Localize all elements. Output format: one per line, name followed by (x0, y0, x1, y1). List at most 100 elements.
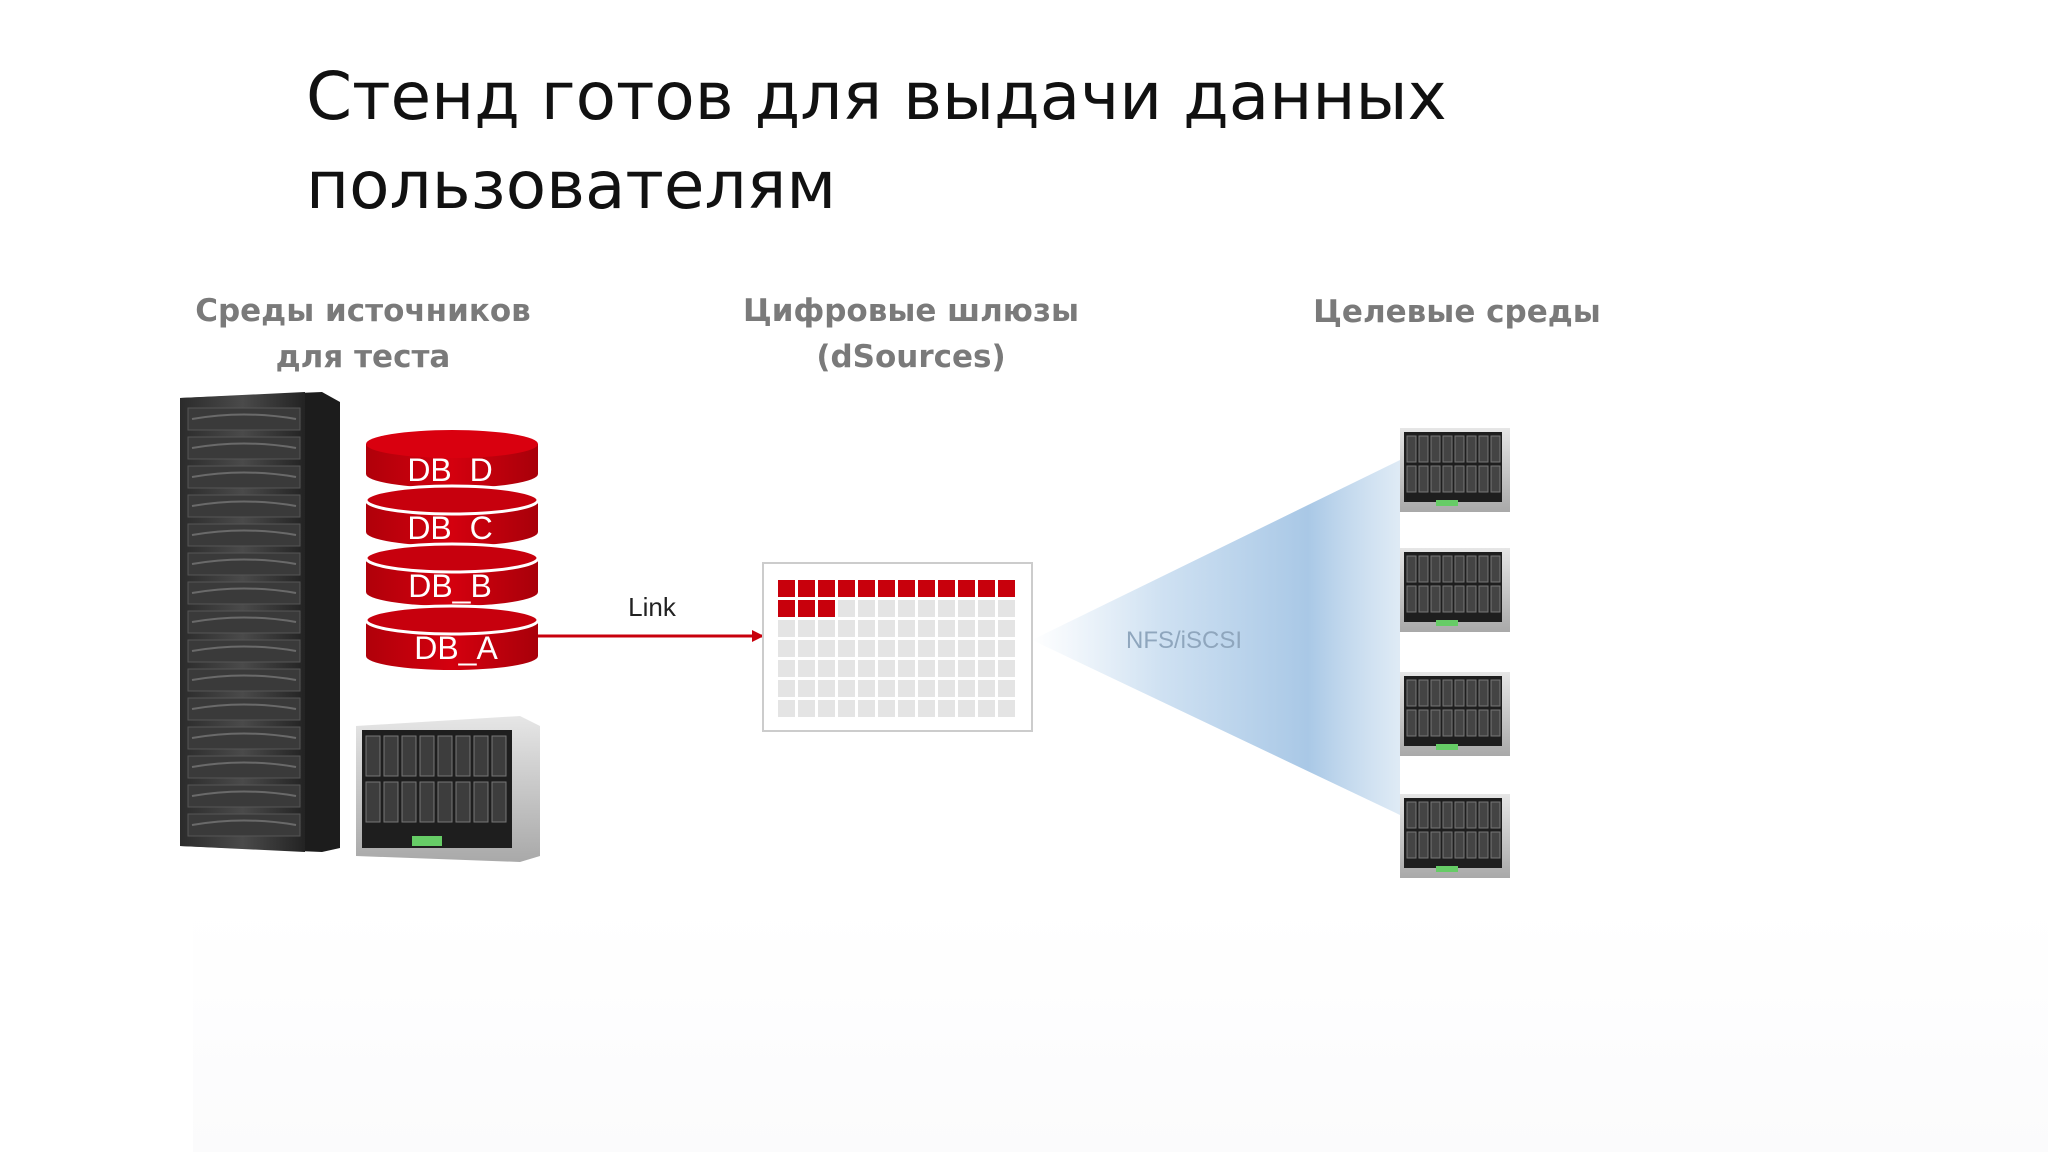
grid-cell-filled (798, 600, 815, 617)
grid-cell-empty (958, 680, 975, 697)
grid-cell-filled (878, 580, 895, 597)
blade-slot (1454, 555, 1465, 583)
blade-slot (1490, 831, 1501, 859)
rack-slot-detail (191, 645, 297, 652)
grid-cell-empty (978, 660, 995, 677)
rack-slot-detail (191, 500, 297, 507)
link-connector: Link (538, 592, 764, 642)
blade-slot (1490, 801, 1501, 829)
rack-slot (187, 639, 301, 663)
grid-cell-empty (898, 620, 915, 637)
blade-slot (1478, 435, 1489, 463)
blade-slot (383, 781, 399, 823)
grid-cell-empty (998, 660, 1015, 677)
grid-cell-empty (918, 620, 935, 637)
grid-cell-filled (818, 600, 835, 617)
blade-slot (1442, 679, 1453, 707)
grid-cell-filled (958, 580, 975, 597)
blade-slot (1430, 555, 1441, 583)
blade-slot (1490, 709, 1501, 737)
database-stack: DB_D DB_C DB_B DB_A (364, 430, 540, 670)
grid-cell-filled (918, 580, 935, 597)
rack-slot (187, 407, 301, 431)
blade-slot (1466, 465, 1477, 493)
grid-cell-empty (958, 660, 975, 677)
rack-slot (187, 668, 301, 692)
targets-label: Целевые среды (1313, 294, 1601, 330)
grid-cell-empty (938, 700, 955, 717)
status-led (1436, 866, 1458, 872)
rack-slot-detail (191, 413, 297, 420)
db-label: DB_D (407, 452, 492, 488)
grid-cell-empty (958, 620, 975, 637)
blade-slot (1406, 801, 1417, 829)
grid-cell-empty (938, 660, 955, 677)
blade-slot (1454, 585, 1465, 613)
blade-slot (1478, 801, 1489, 829)
blade-slot (455, 735, 471, 777)
grid-cell-empty (978, 640, 995, 657)
blade-slot (1430, 465, 1441, 493)
blade-slot (1454, 709, 1465, 737)
blade-slot (1406, 465, 1417, 493)
db-label: DB_B (408, 568, 492, 604)
nfs-beam: NFS/iSCSI (1032, 460, 1400, 815)
blade-slot (1442, 585, 1453, 613)
blade-slot (1418, 679, 1429, 707)
sources-column-label: Среды источников для теста (163, 288, 563, 380)
blade-slot (437, 735, 453, 777)
blade-slot (1466, 679, 1477, 707)
rack-slot-detail (191, 761, 297, 768)
blade-slot (365, 781, 381, 823)
db-cylinder: DB_B (364, 542, 540, 606)
db-cylinder: DB_A (364, 604, 540, 670)
blade-slot (1406, 585, 1417, 613)
blade-slot (1478, 555, 1489, 583)
target-server-icon (1400, 548, 1510, 632)
rack-slot (187, 523, 301, 547)
blade-slot (1478, 585, 1489, 613)
target-server-icon (1400, 672, 1510, 756)
grid-cell-empty (838, 640, 855, 657)
rack-slot-detail (191, 558, 297, 565)
slide-title: Стенд готов для выдачи данных пользовате… (306, 58, 1447, 224)
target-server-icon (1400, 428, 1510, 512)
protocol-label: NFS/iSCSI (1126, 627, 1242, 654)
gateways-column-label: Цифровые шлюзы (dSources) (711, 288, 1111, 380)
rack-slot (187, 465, 301, 489)
grid-cell-empty (778, 700, 795, 717)
rack-slot (187, 581, 301, 605)
grid-cell-empty (998, 620, 1015, 637)
grid-cell-empty (858, 620, 875, 637)
grid-cell-filled (978, 580, 995, 597)
grid-cell-empty (898, 700, 915, 717)
grid-cell-filled (838, 580, 855, 597)
db-label: DB_C (407, 510, 492, 546)
grid-cell-empty (998, 640, 1015, 657)
blade-slot (1478, 679, 1489, 707)
grid-cell-empty (838, 620, 855, 637)
blade-slot (1454, 801, 1465, 829)
sources-label-line2: для теста (275, 339, 451, 375)
blade-slot (1454, 679, 1465, 707)
target-server-icon (1400, 794, 1510, 878)
grid-cell-empty (878, 600, 895, 617)
rack-slot-detail (191, 790, 297, 797)
blade-slot (1466, 709, 1477, 737)
grid-cell-empty (818, 680, 835, 697)
grid-cell-empty (898, 600, 915, 617)
grid-cell-empty (978, 600, 995, 617)
rack-slot-detail (191, 442, 297, 449)
grid-cell-filled (938, 580, 955, 597)
rack-slot-detail (191, 616, 297, 623)
grid-cell-empty (958, 700, 975, 717)
grid-cell-empty (818, 660, 835, 677)
db-cylinder: DB_D (366, 430, 538, 488)
grid-cell-empty (798, 640, 815, 657)
grid-cell-empty (898, 680, 915, 697)
grid-cell-empty (798, 660, 815, 677)
blade-slot (1418, 435, 1429, 463)
grid-cell-filled (798, 580, 815, 597)
blade-slot (1406, 831, 1417, 859)
